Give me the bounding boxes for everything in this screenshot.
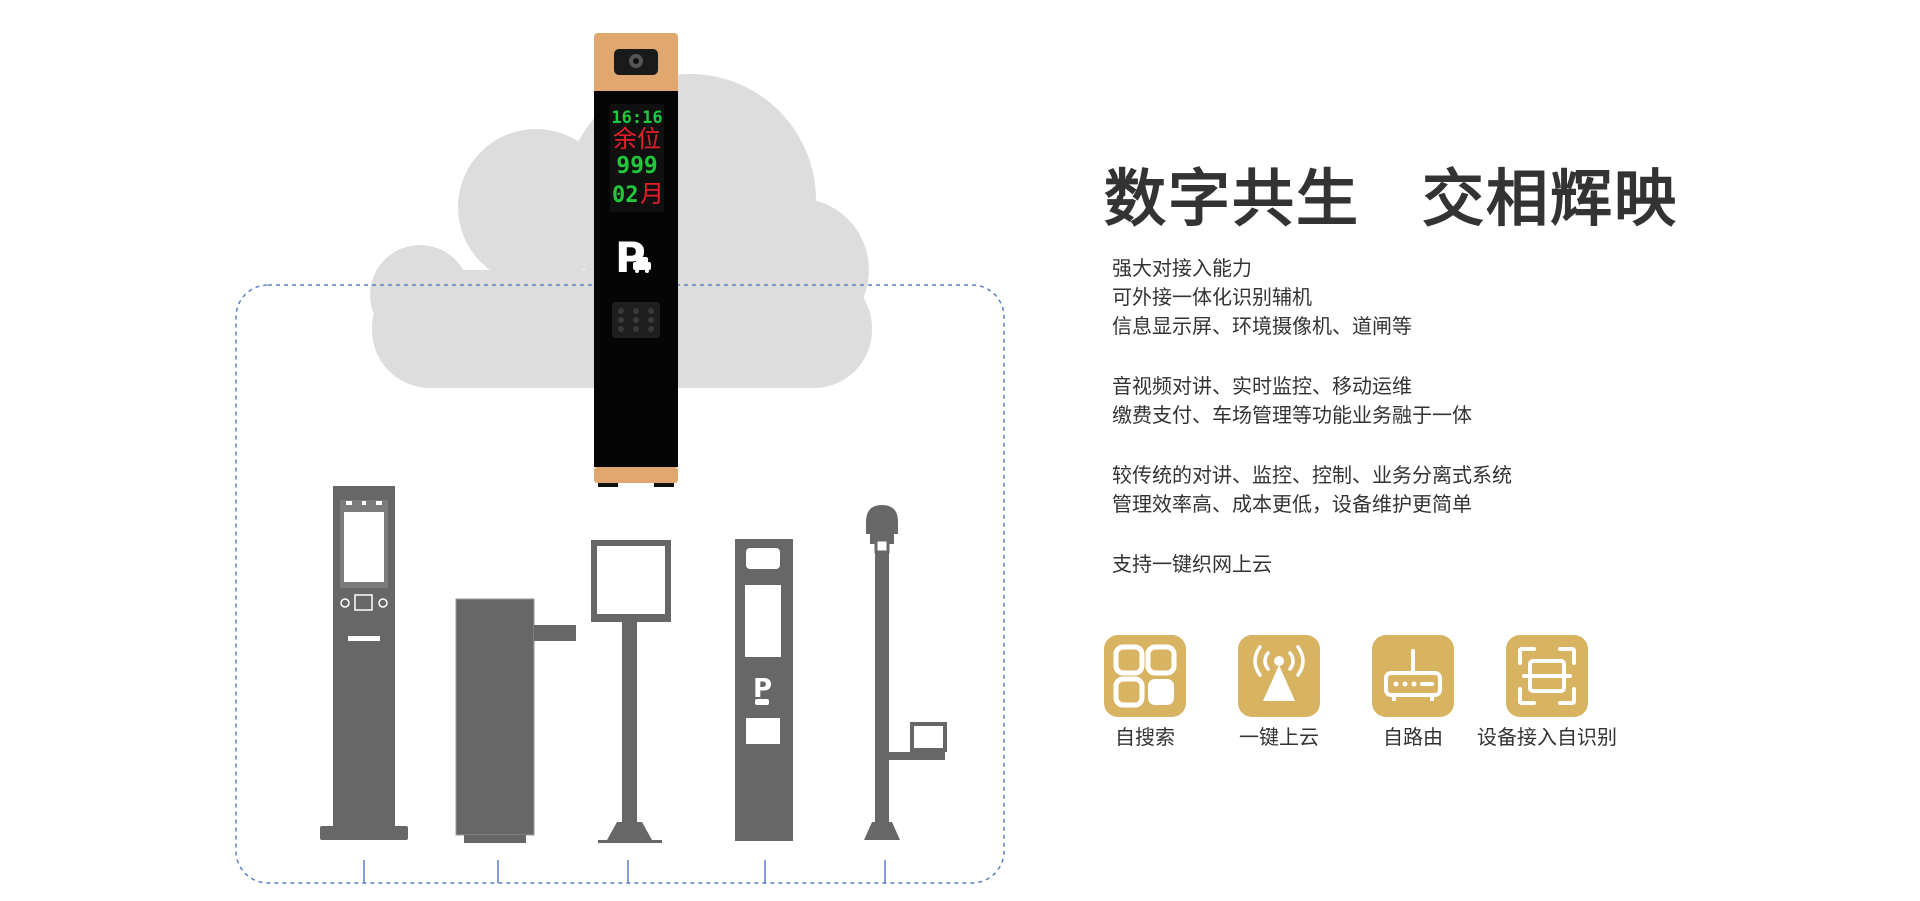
feature-label: 设备接入自识别 [1477, 725, 1617, 749]
paragraph-cloud: 支持一键织网上云 [1112, 550, 1712, 579]
feature-label: 一键上云 [1239, 725, 1319, 749]
paragraph-line: 信息显示屏、环境摄像机、道闸等 [1112, 314, 1412, 338]
grid-search-icon [1104, 635, 1186, 717]
device-display-screen [591, 540, 671, 843]
paragraph-line: 支持一键织网上云 [1112, 552, 1272, 576]
paragraph-efficiency: 较传统的对讲、监控、控制、业务分离式系统 管理效率高、成本更低，设备维护更简单 [1112, 461, 1712, 519]
paragraph-line: 强大对接入能力 [1112, 256, 1252, 280]
paragraph-integrated-functions: 音视频对讲、实时监控、移动运维 缴费支付、车场管理等功能业务融于一体 [1112, 372, 1712, 430]
svg-text:P: P [753, 674, 772, 704]
connector-ticks [363, 860, 886, 883]
kiosk-spaces-label: 余位 [613, 125, 661, 153]
paragraph-line: 缴费支付、车场管理等功能业务融于一体 [1112, 403, 1472, 427]
paragraph-access-capability: 强大对接入能力 可外接一体化识别辅机 信息显示屏、环境摄像机、道闸等 [1112, 254, 1712, 341]
feature-icons: 自搜索 一键上云 [1104, 635, 1664, 755]
kiosk-spaces-count: 999 [616, 153, 658, 179]
headline: 数字共生交相辉映 [1104, 148, 1678, 238]
feature-one-click-cloud: 一键上云 [1189, 635, 1369, 750]
main-parking-kiosk: 16:16 余位 999 02 月 P [594, 33, 678, 487]
paragraph-line: 可外接一体化识别辅机 [1112, 285, 1312, 309]
paragraph-line: 音视频对讲、实时监控、移动运维 [1112, 374, 1412, 398]
device-parking-column: P [735, 539, 793, 841]
scan-frame-icon [1506, 635, 1588, 717]
device-camera-pole [864, 505, 947, 840]
feature-self-routing: 自路由 [1323, 635, 1503, 750]
headline-left: 数字共生 [1104, 162, 1361, 235]
feature-label: 自路由 [1383, 725, 1443, 749]
feature-label: 自搜索 [1115, 725, 1175, 749]
headline-right: 交相辉映 [1422, 162, 1679, 235]
feature-auto-search: 自搜索 [1055, 635, 1235, 750]
kiosk-month-label: 月 [640, 180, 664, 208]
kiosk-time: 16:16 [611, 108, 662, 128]
device-barrier-gate [455, 598, 576, 843]
paragraph-line: 管理效率高、成本更低，设备维护更简单 [1112, 492, 1472, 516]
feature-device-auto-identify: 设备接入自识别 [1457, 635, 1637, 750]
paragraph-line: 较传统的对讲、监控、控制、业务分离式系统 [1112, 463, 1512, 487]
router-icon [1372, 635, 1454, 717]
device-self-service-terminal [320, 486, 408, 840]
signal-tower-icon [1238, 635, 1320, 717]
feature-description: 强大对接入能力 可外接一体化识别辅机 信息显示屏、环境摄像机、道闸等 音视频对讲… [1112, 254, 1712, 610]
kiosk-month-number: 02 [612, 183, 639, 208]
car-icon [633, 257, 651, 273]
